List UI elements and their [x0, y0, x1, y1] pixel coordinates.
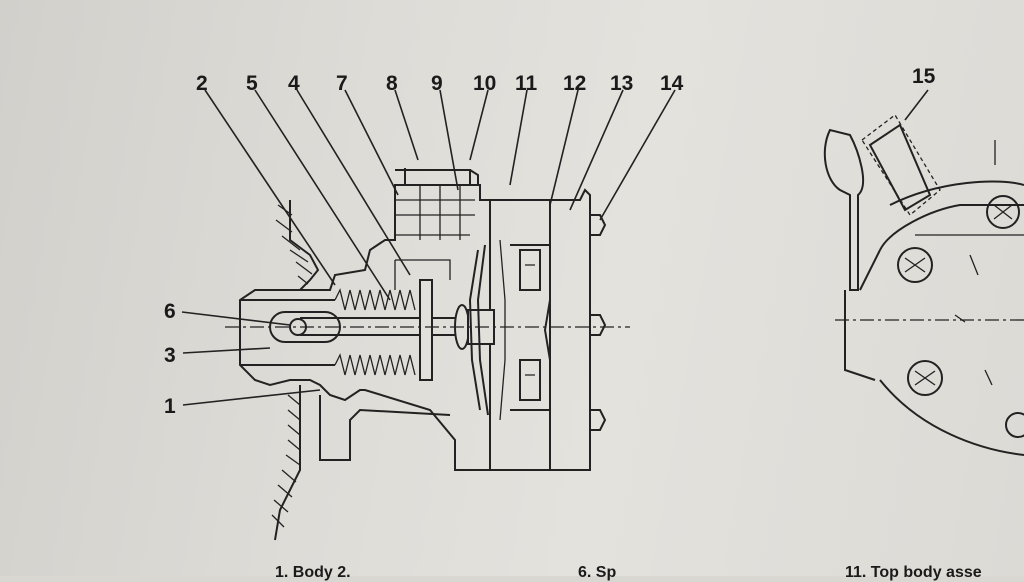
footer-caption-left: 1. Body 2. — [275, 564, 351, 581]
callout-11: 11 — [515, 72, 538, 95]
side-screw-2 — [897, 247, 933, 283]
side-screw-3 — [907, 360, 943, 396]
callout-labels: 2 5 4 7 8 9 10 11 12 13 14 15 6 3 1 — [164, 65, 936, 418]
bolts — [590, 214, 607, 431]
callout-5: 5 — [246, 72, 258, 95]
footer-caption-right: 11. Top body asse — [845, 564, 982, 581]
side-view — [823, 114, 1024, 456]
callout-3: 3 — [164, 344, 176, 367]
callout-1: 1 — [164, 395, 176, 418]
shaft-and-diaphragm — [454, 239, 506, 421]
callout-8: 8 — [386, 72, 398, 95]
spring-assembly — [240, 259, 470, 381]
footer-caption-middle: 6. Sp — [578, 564, 617, 581]
callout-10: 10 — [473, 72, 496, 95]
valve-block — [510, 244, 551, 411]
callout-13: 13 — [610, 72, 633, 95]
side-screw-4 — [1005, 412, 1024, 438]
callout-14: 14 — [660, 72, 684, 95]
mounting-wall — [271, 200, 320, 541]
callout-9: 9 — [431, 72, 443, 95]
side-screw-1 — [986, 195, 1020, 229]
callout-4: 4 — [288, 72, 300, 95]
leader-lines — [181, 89, 929, 406]
callout-7: 7 — [336, 72, 348, 95]
callout-12: 12 — [563, 72, 586, 95]
callout-15: 15 — [912, 65, 936, 88]
callout-2: 2 — [196, 72, 208, 95]
callout-6: 6 — [164, 300, 176, 323]
